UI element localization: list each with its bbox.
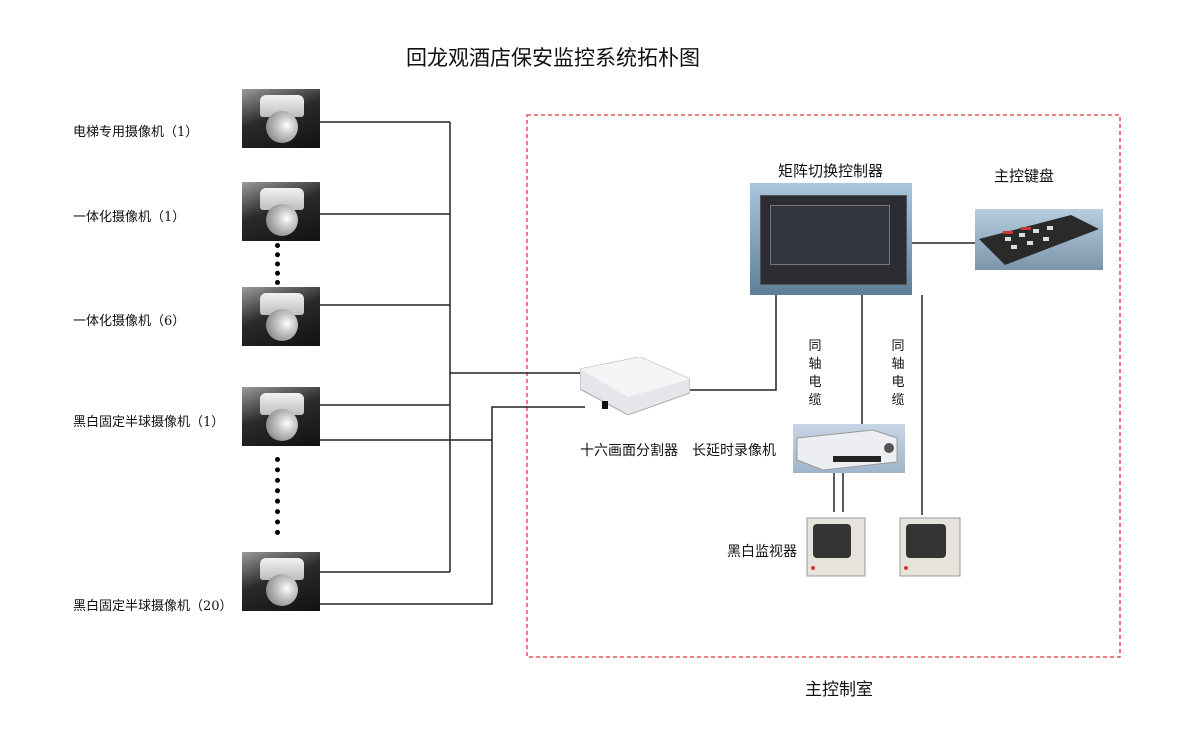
monitor-icon [898,512,964,578]
dome-camera-icon [242,89,320,148]
keyboard-label: 主控键盘 [994,167,1055,185]
control-room-label: 主控制室 [805,680,873,700]
camera-label-integrated-1: 一体化摄像机（1） [73,210,186,225]
camera-label-bw-dome-20: 黑白固定半球摄像机（20） [73,599,233,614]
vcr-icon [793,424,905,473]
ellipsis-dots [275,243,285,285]
vcr-label: 长延时录像机 [692,443,776,459]
camera-label-bw-dome-1: 黑白固定半球摄像机（1） [73,415,225,430]
monitor-label: 黑白监视器 [727,544,797,560]
matrix-label: 矩阵切换控制器 [778,162,884,180]
camera-label-integrated-6: 一体化摄像机（6） [73,314,186,329]
dome-camera-icon [242,387,320,446]
splitter-label: 十六画面分割器 [580,443,678,459]
wire-cam20b [320,406,585,605]
coax-cable-label-1: 同轴电缆 [808,339,822,408]
ellipsis-dots [275,457,285,535]
keyboard-icon [975,209,1103,270]
dome-camera-icon [242,287,320,346]
splitter-icon [580,357,690,415]
dome-camera-icon [242,182,320,241]
diagram-title: 回龙观酒店保安监控系统拓朴图 [406,46,700,70]
dome-camera-icon [242,552,320,611]
monitor-icon [805,512,867,578]
control-room-boundary [526,114,1121,658]
matrix-switcher-icon [750,183,912,295]
camera-label-elevator-1: 电梯专用摄像机（1） [73,125,199,140]
coax-cable-label-2: 同轴电缆 [891,339,905,408]
wire-splitter-matrix [690,295,777,391]
